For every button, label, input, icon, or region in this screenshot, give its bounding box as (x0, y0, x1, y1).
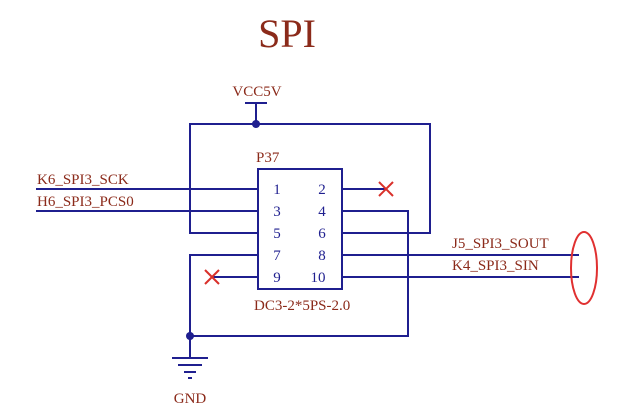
connector-p37: P37 1 3 5 7 9 2 4 6 8 10 DC3-2*5PS-2.0 (254, 150, 350, 314)
vcc-junction-dot (252, 120, 260, 128)
net-label-sin: K4_SPI3_SIN (452, 258, 539, 274)
net-label-pcs0: H6_SPI3_PCS0 (37, 194, 134, 210)
sout-net: J5_SPI3_SOUT (341, 236, 579, 256)
pin-number-9: 9 (273, 270, 281, 286)
pin-number-2: 2 (318, 182, 326, 198)
net-label-sck: K6_SPI3_SCK (37, 172, 129, 188)
vcc-net-wires (189, 120, 431, 234)
pin-number-3: 3 (273, 204, 281, 220)
vcc-label: VCC5V (232, 84, 281, 100)
pin4-ground-wire (189, 210, 409, 337)
highlight-ellipse (570, 231, 598, 305)
pin-number-5: 5 (273, 226, 281, 242)
ground-label: GND (174, 391, 207, 407)
pin-number-8: 8 (318, 248, 326, 264)
pin-number-6: 6 (318, 226, 326, 242)
connector-part-number: DC3-2*5PS-2.0 (254, 298, 350, 314)
pcs0-net: H6_SPI3_PCS0 (36, 194, 259, 212)
pin7-ground-wire (189, 254, 259, 358)
connector-designator: P37 (256, 150, 280, 166)
pin-number-4: 4 (318, 204, 326, 220)
vcc-power-symbol: VCC5V (232, 84, 282, 125)
pin-number-1: 1 (273, 182, 281, 198)
no-connect-mark-d (204, 269, 220, 285)
vcc-loop-wire (189, 123, 431, 234)
net-label-sout: J5_SPI3_SOUT (452, 236, 549, 252)
connector-body (257, 168, 343, 290)
schematic-title: SPI (258, 11, 316, 56)
sin-net: K4_SPI3_SIN (341, 258, 579, 278)
ground-junction-dot (186, 332, 194, 340)
sck-net: K6_SPI3_SCK (36, 172, 259, 190)
no-connect-mark-b (378, 181, 394, 197)
pin9-no-connect (204, 269, 259, 285)
pin2-no-connect (341, 181, 394, 197)
pin-number-10: 10 (311, 270, 326, 286)
pin-number-7: 7 (273, 248, 281, 264)
ground-symbol: GND (172, 357, 208, 407)
